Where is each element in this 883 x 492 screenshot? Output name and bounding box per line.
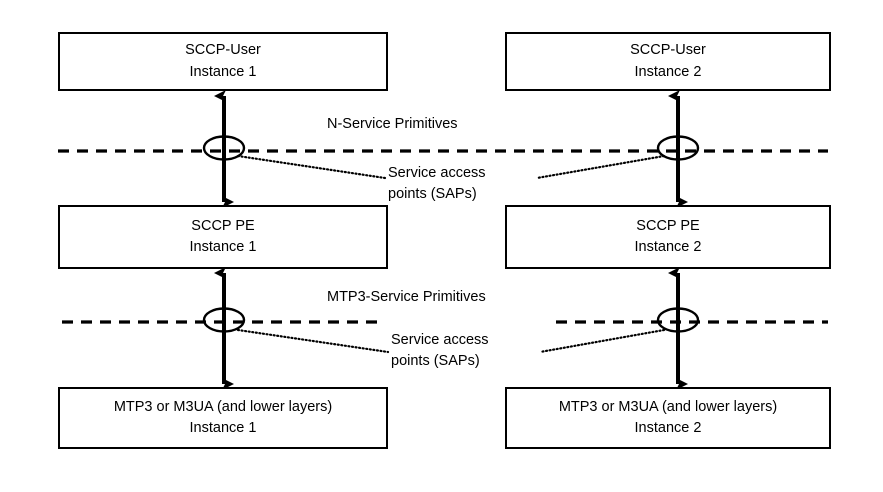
label-mtp3-service-primitives: MTP3-Service Primitives [327, 289, 486, 305]
sap-leader-upper-left [236, 154, 387, 180]
box-sccp-user-2-line1: SCCP-User [630, 42, 706, 59]
box-mtp3-2-line1: MTP3 or M3UA (and lower layers) [558, 398, 778, 415]
box-mtp3-1-line2: Instance 1 [189, 420, 257, 436]
box-mtp3-1-line1: MTP3 or M3UA (and lower layers) [113, 398, 333, 415]
box-sccp-pe-1-line2: Instance 1 [189, 239, 257, 255]
sap-ellipse-upper-left [202, 135, 246, 161]
sap-leader-lower-left [236, 328, 390, 354]
box-sccp-user-instance-1: SCCP-User Instance 1 [58, 32, 388, 91]
box-sccp-user-2-line2: Instance 2 [634, 63, 702, 80]
box-mtp3-2-line2: Instance 2 [634, 420, 702, 436]
box-sccp-user-1-line2: Instance 1 [189, 63, 257, 80]
box-sccp-user-instance-2: SCCP-User Instance 2 [505, 32, 831, 91]
sap-leader-upper-right [535, 154, 666, 180]
sap-ellipse-lower-right [656, 307, 700, 333]
label-sap-upper-line2: points (SAPs) [388, 186, 477, 203]
label-n-service-primitives: N-Service Primitives [327, 116, 458, 132]
box-sccp-pe-2-line1: SCCP PE [636, 217, 700, 234]
box-sccp-pe-1-line1: SCCP PE [191, 217, 255, 234]
label-service-access-points-upper: Service access points (SAPs) [388, 163, 486, 205]
sap-ellipse-lower-left [202, 307, 246, 333]
label-sap-lower-line1: Service access [391, 332, 489, 348]
label-service-access-points-lower: Service access points (SAPs) [391, 330, 489, 372]
label-sap-upper-line1: Service access [388, 165, 486, 181]
box-sccp-pe-2-line2: Instance 2 [634, 239, 702, 255]
box-sccp-pe-instance-2: SCCP PE Instance 2 [505, 205, 831, 269]
sap-leader-lower-right [538, 328, 666, 354]
label-sap-lower-line2: points (SAPs) [391, 353, 480, 370]
box-mtp3-instance-1: MTP3 or M3UA (and lower layers) Instance… [58, 387, 388, 449]
sap-ellipse-upper-right [656, 135, 700, 161]
box-mtp3-instance-2: MTP3 or M3UA (and lower layers) Instance… [505, 387, 831, 449]
box-sccp-pe-instance-1: SCCP PE Instance 1 [58, 205, 388, 269]
box-sccp-user-1-line1: SCCP-User [185, 42, 261, 59]
